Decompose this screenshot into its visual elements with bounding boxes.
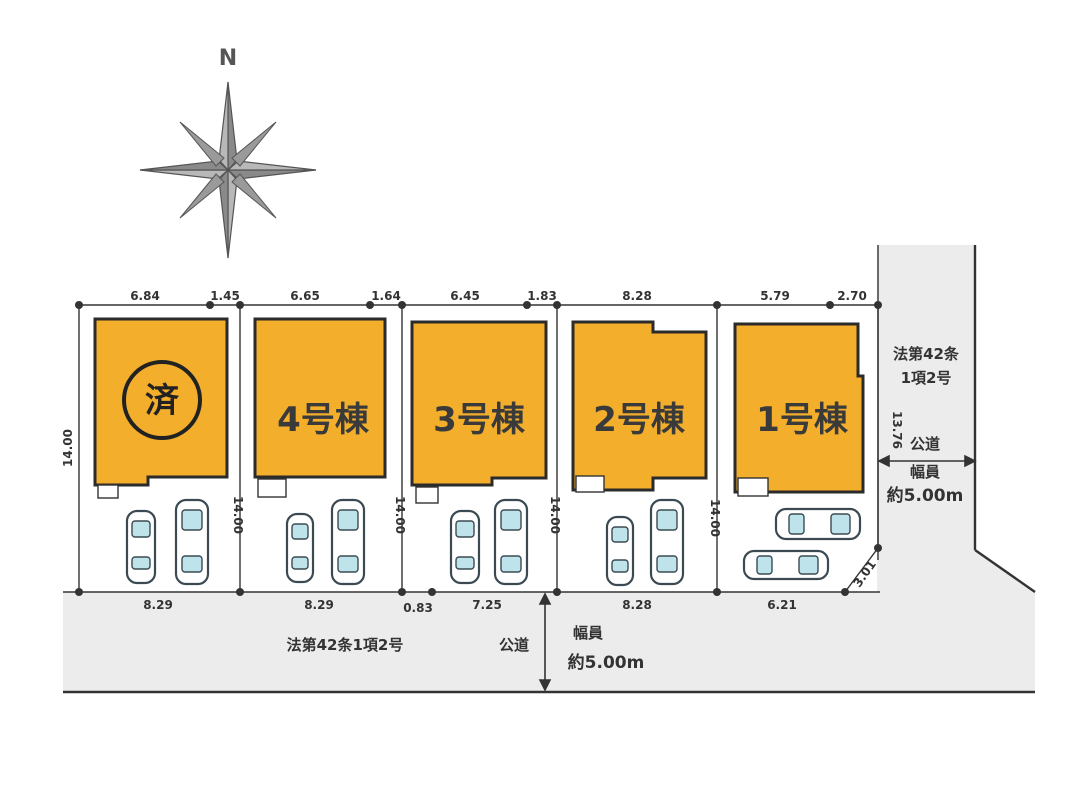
dim-lot4-depth: 14.00 [231, 496, 245, 534]
south-road [63, 592, 1035, 692]
house-lot3[interactable] [410, 320, 548, 487]
entrance-steps [97, 475, 769, 504]
north-label: N [219, 46, 237, 71]
car [493, 498, 529, 586]
dim-lot4-bottom: 8.29 [304, 598, 334, 612]
lot-label-3: 3号棟 [433, 400, 526, 440]
east-road-width-label: 幅員 [910, 463, 940, 481]
dim-lot2-top: 8.28 [622, 289, 652, 303]
dim-lot4-top: 6.65 [290, 289, 320, 303]
east-road-corner-edge [974, 549, 1036, 593]
east-road-law-line2: 1項2号 [901, 369, 952, 387]
car [449, 509, 481, 585]
compass-rose-icon [139, 81, 317, 259]
car [742, 549, 830, 581]
dim-lot3-corner: 1.83 [527, 289, 557, 303]
dim-lot1-corner: 2.70 [837, 289, 867, 303]
east-road-width-value: 約5.00m [887, 485, 964, 506]
dim-lot1-cut: 3.01 [850, 558, 878, 590]
car [649, 498, 685, 586]
dim-sold-corner: 1.45 [210, 289, 240, 303]
sold-mark: 済 [145, 381, 180, 421]
dim-lot3-top: 6.45 [450, 289, 480, 303]
sold-mark-circle [122, 360, 202, 440]
lot-label-2: 2号棟 [593, 400, 686, 440]
dim-lot1-bottom: 6.21 [767, 598, 797, 612]
east-road [877, 245, 1035, 592]
south-road-width-label: 幅員 [573, 624, 603, 642]
lot-label-4: 4号棟 [277, 400, 370, 440]
east-road-type: 公道 [910, 435, 940, 453]
car [330, 498, 366, 586]
south-road-width-value: 約5.00m [568, 652, 645, 673]
dim-lot2-bottom: 8.28 [622, 598, 652, 612]
south-road-width-arrow [538, 592, 552, 692]
car [774, 507, 862, 541]
car [125, 509, 157, 585]
south-road-type: 公道 [499, 636, 529, 654]
boundary-markers [75, 301, 882, 596]
house-lot4[interactable] [253, 317, 387, 479]
south-road-law: 法第42条1項2号 [287, 636, 404, 654]
dim-lot2-depth: 14.00 [548, 496, 562, 534]
dim-lot1-top: 5.79 [760, 289, 790, 303]
house-lot1[interactable] [733, 322, 865, 494]
car [285, 512, 315, 584]
dim-lot4-corner: 1.64 [371, 289, 401, 303]
lot-label-1: 1号棟 [756, 400, 849, 440]
dim-sold-top: 6.84 [130, 289, 160, 303]
dim-lot3-depth: 14.00 [393, 496, 407, 534]
dim-lot1-depth: 13.76 [890, 411, 904, 449]
dim-lot3-offset: 0.83 [403, 601, 433, 615]
dim-sold-bottom: 8.29 [143, 598, 173, 612]
dim-lot2-depth-right: 14.00 [708, 499, 722, 537]
dim-sold-depth: 14.00 [61, 429, 75, 467]
east-road-law-line1: 法第42条 [893, 345, 960, 363]
dim-lot3-bottom: 7.25 [472, 598, 502, 612]
east-road-width-arrow [877, 454, 977, 468]
car [605, 515, 635, 587]
car [174, 498, 210, 586]
house-sold[interactable] [93, 317, 229, 487]
